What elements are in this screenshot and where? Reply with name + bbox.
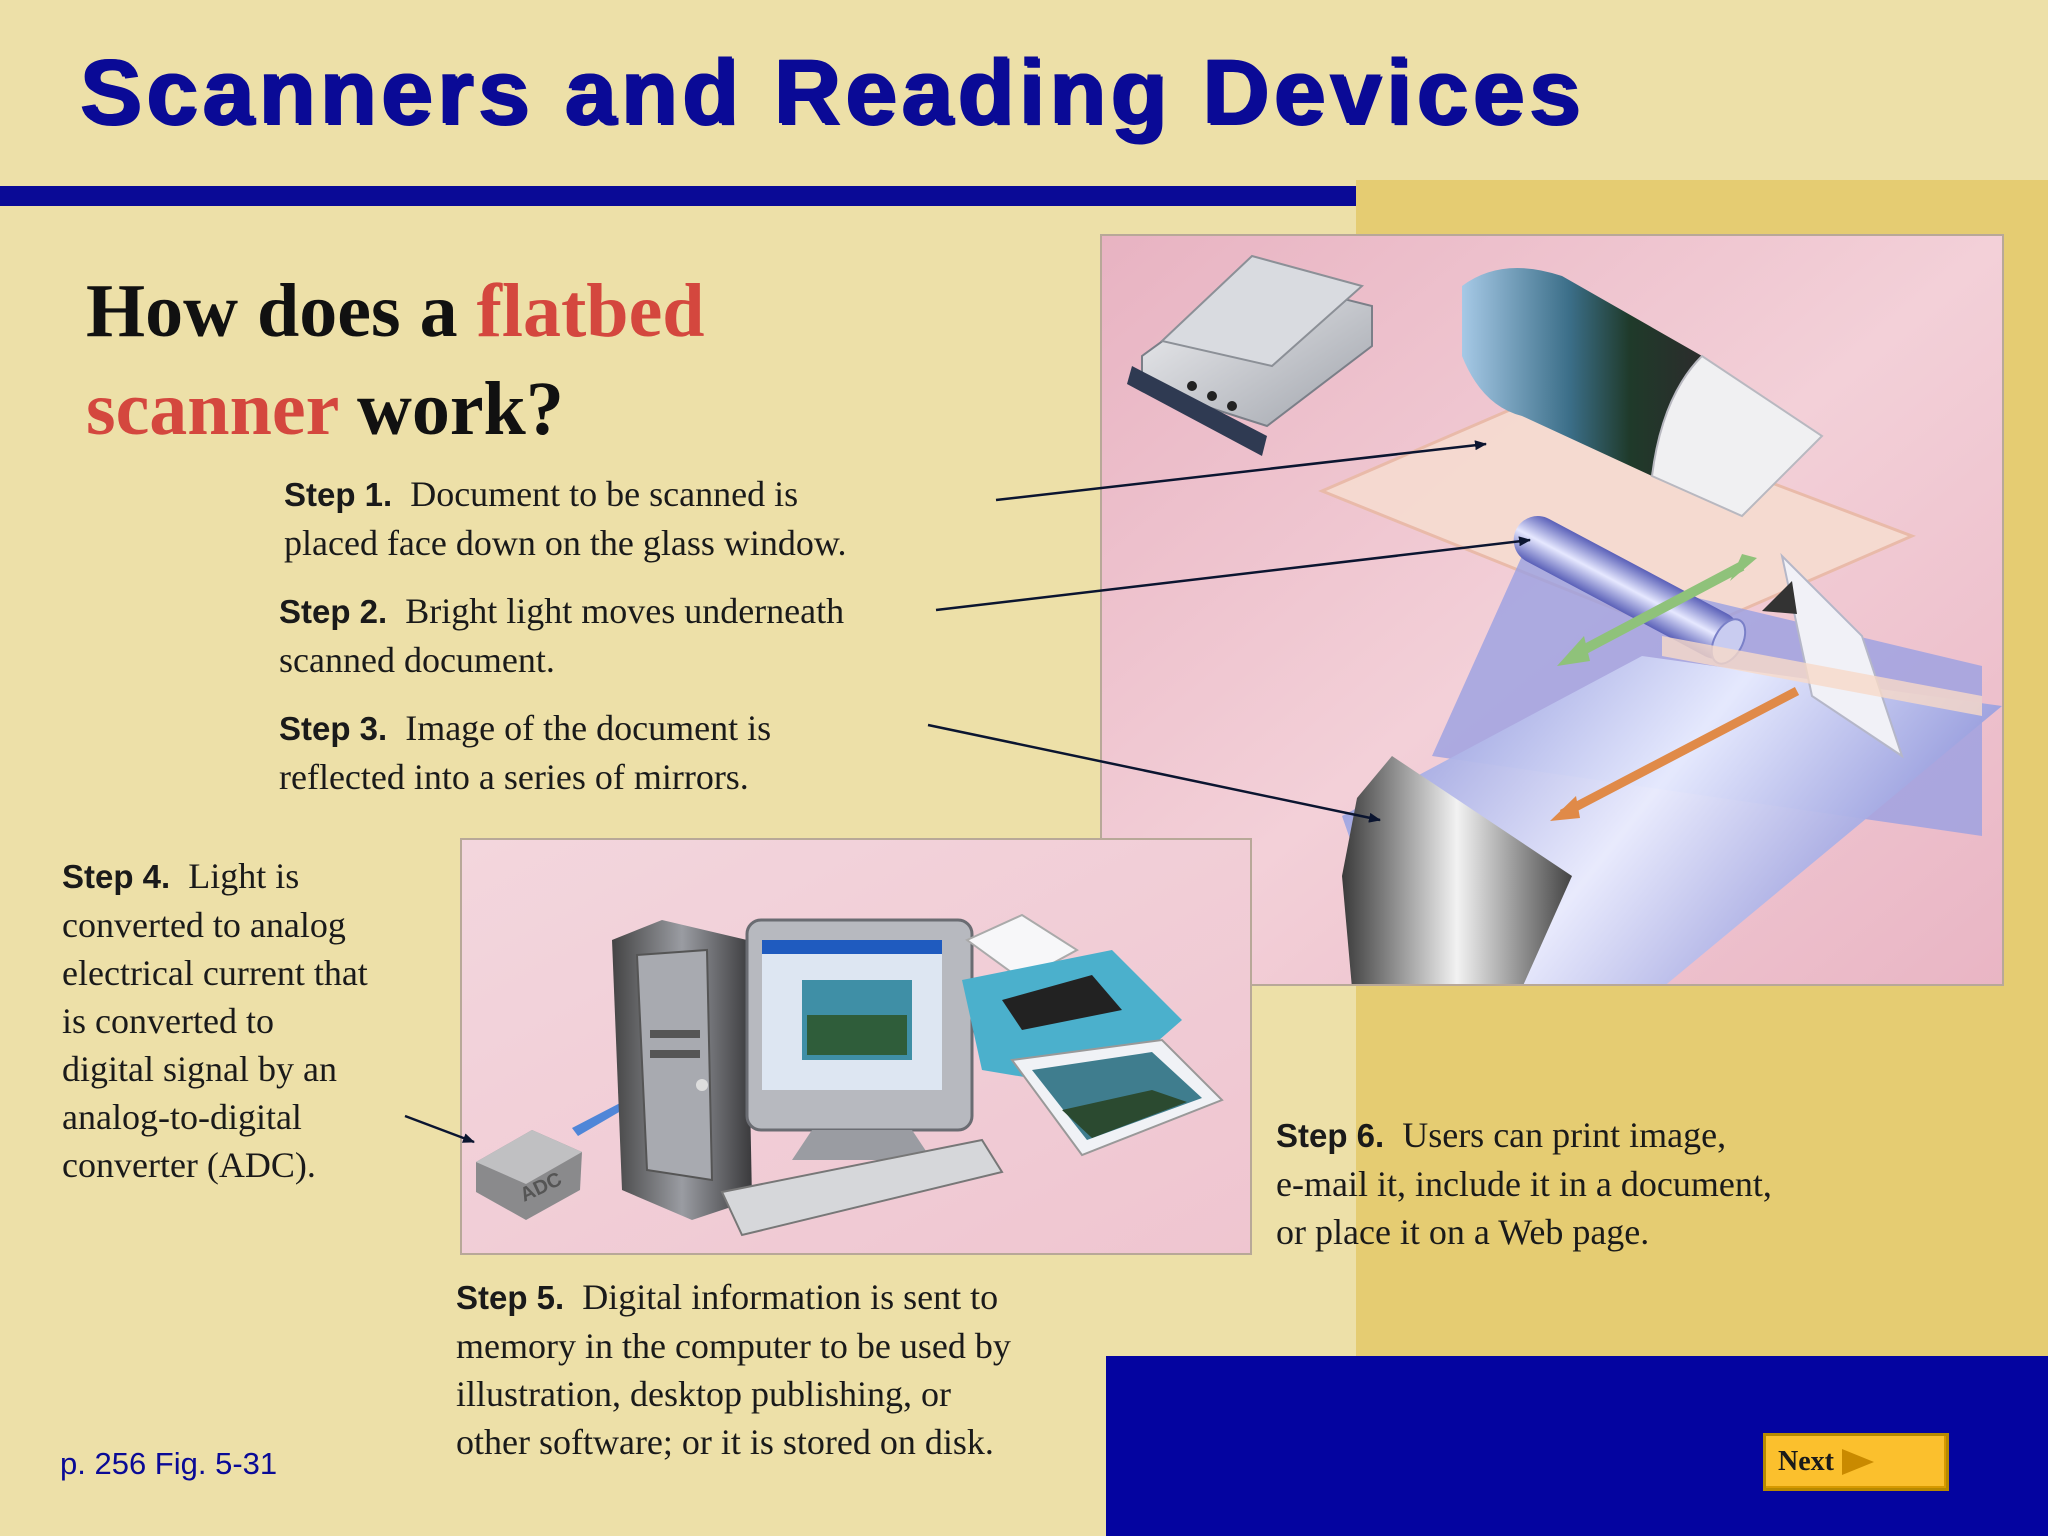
- step-4-text: Step 4. Light is converted to analog ele…: [62, 852, 368, 1189]
- step-3-text: Step 3. Image of the document is reflect…: [279, 704, 771, 801]
- step-4-line-1: Light is: [188, 856, 300, 896]
- step-2-label: Step 2.: [279, 593, 388, 630]
- step-3-line-1: Image of the document is: [405, 708, 772, 748]
- next-button-label: Next: [1778, 1446, 1834, 1477]
- question-text-end: work?: [337, 367, 564, 451]
- figure-reference: p. 256 Fig. 5-31: [60, 1446, 278, 1481]
- step-4-label: Step 4.: [62, 858, 171, 895]
- computer-printer-illustration: ADC: [460, 838, 1252, 1255]
- step-6-line-2: e-mail it, include it in a document,: [1276, 1164, 1772, 1204]
- next-button[interactable]: Next: [1763, 1433, 1949, 1491]
- step-4-line-4: is converted to: [62, 1001, 274, 1041]
- step-5-line-2: memory in the computer to be used by: [456, 1326, 1011, 1366]
- title-underline-bar: [0, 186, 1356, 206]
- step-4-line-5: digital signal by an: [62, 1049, 337, 1089]
- step-3-line-2: reflected into a series of mirrors.: [279, 757, 749, 797]
- play-triangle-icon: [1841, 1449, 1874, 1475]
- step-1-line-2: placed face down on the glass window.: [284, 523, 847, 563]
- step-2-line-1: Bright light moves underneath: [405, 591, 845, 631]
- slide-title: Scanners and Reading Devices: [80, 41, 1586, 143]
- step-5-line-3: illustration, desktop publishing, or: [456, 1374, 951, 1414]
- question-accent-scanner: scanner: [86, 367, 338, 451]
- question-heading: How does a flatbed scanner work?: [86, 262, 846, 458]
- step-1-line-1: Document to be scanned is: [410, 474, 799, 514]
- step-6-label: Step 6.: [1276, 1117, 1385, 1154]
- step-4-line-6: analog-to-digital: [62, 1097, 302, 1137]
- step-5-line-1: Digital information is sent to: [582, 1277, 999, 1317]
- step-5-text: Step 5. Digital information is sent to m…: [456, 1273, 1011, 1466]
- step-4-line-3: electrical current that: [62, 953, 368, 993]
- flatbed-scanner-illustration: [1100, 234, 2004, 986]
- scanner-device-icon: [1127, 254, 1373, 456]
- step-6-text: Step 6. Users can print image, e-mail it…: [1276, 1111, 1772, 1256]
- step-1-label: Step 1.: [284, 476, 393, 513]
- question-text-start: How does a: [86, 269, 477, 353]
- step-3-label: Step 3.: [279, 710, 388, 747]
- step-6-line-3: or place it on a Web page.: [1276, 1212, 1650, 1252]
- step-1-text: Step 1. Document to be scanned is placed…: [284, 470, 847, 567]
- step-4-line-2: converted to analog: [62, 905, 346, 945]
- question-accent-flatbed: flatbed: [476, 269, 705, 353]
- step-2-line-2: scanned document.: [279, 640, 555, 680]
- step-2-text: Step 2. Bright light moves underneath sc…: [279, 587, 844, 684]
- step-4-line-7: converter (ADC).: [62, 1145, 316, 1185]
- step-5-label: Step 5.: [456, 1279, 565, 1316]
- adc-converter-icon: ADC: [476, 1130, 582, 1220]
- step-5-line-4: other software; or it is stored on disk.: [456, 1422, 994, 1462]
- step-6-line-1: Users can print image,: [1402, 1115, 1727, 1155]
